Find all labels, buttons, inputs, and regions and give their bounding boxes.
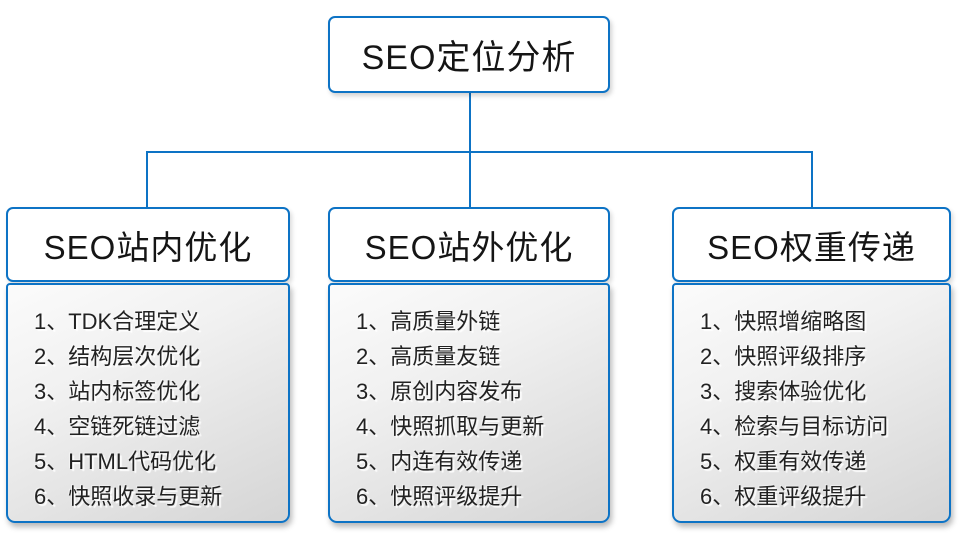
list: 1、高质量外链 2、高质量友链 3、原创内容发布 4、快照抓取与更新 5、内连有… xyxy=(356,304,600,514)
root-node-title: SEO定位分析 xyxy=(361,39,577,77)
list-item: 6、快照评级提升 xyxy=(356,484,523,509)
list-item: 5、内连有效传递 xyxy=(356,449,523,474)
list-item: 4、检索与目标访问 xyxy=(700,414,889,439)
list-item: 1、高质量外链 xyxy=(356,309,501,334)
branch-offsite-optimization: SEO站外优化 1、高质量外链 2、高质量友链 3、原创内容发布 4、快照抓取与… xyxy=(328,207,610,523)
branch-weight-transfer: SEO权重传递 1、快照增缩略图 2、快照评级排序 3、搜索体验优化 4、检索与… xyxy=(672,207,951,523)
list-item: 3、原创内容发布 xyxy=(356,379,523,404)
list-item: 5、权重有效传递 xyxy=(700,449,867,474)
connector-root-vertical xyxy=(469,93,471,207)
node-title: SEO站内优化 xyxy=(43,228,253,266)
list-item: 6、快照收录与更新 xyxy=(34,484,223,509)
list-item: 2、结构层次优化 xyxy=(34,344,201,369)
node-offsite-optimization: SEO站外优化 xyxy=(328,207,610,282)
list: 1、快照增缩略图 2、快照评级排序 3、搜索体验优化 4、检索与目标访问 5、权… xyxy=(700,304,941,514)
list-item: 4、快照抓取与更新 xyxy=(356,414,545,439)
node-weight-transfer: SEO权重传递 xyxy=(672,207,951,282)
weight-transfer-list: 1、快照增缩略图 2、快照评级排序 3、搜索体验优化 4、检索与目标访问 5、权… xyxy=(672,283,951,523)
list-item: 2、快照评级排序 xyxy=(700,344,867,369)
list-item: 5、HTML代码优化 xyxy=(34,449,217,474)
list-item: 1、TDK合理定义 xyxy=(34,309,201,334)
list-item: 6、权重评级提升 xyxy=(700,484,867,509)
list-item: 3、搜索体验优化 xyxy=(700,379,867,404)
node-title: SEO站外优化 xyxy=(364,228,574,266)
onsite-optimization-list: 1、TDK合理定义 2、结构层次优化 3、站内标签优化 4、空链死链过滤 5、H… xyxy=(6,283,290,523)
node-title: SEO权重传递 xyxy=(707,228,916,266)
list-item: 3、站内标签优化 xyxy=(34,379,201,404)
connector-horizontal-bus xyxy=(146,151,813,153)
list-item: 2、高质量友链 xyxy=(356,344,501,369)
connector-right-vertical xyxy=(811,151,813,207)
list-item: 4、空链死链过滤 xyxy=(34,414,201,439)
connector-left-vertical xyxy=(146,151,148,207)
list-item: 1、快照增缩略图 xyxy=(700,309,867,334)
offsite-optimization-list: 1、高质量外链 2、高质量友链 3、原创内容发布 4、快照抓取与更新 5、内连有… xyxy=(328,283,610,523)
node-onsite-optimization: SEO站内优化 xyxy=(6,207,290,282)
list: 1、TDK合理定义 2、结构层次优化 3、站内标签优化 4、空链死链过滤 5、H… xyxy=(34,304,280,514)
root-node-seo-positioning: SEO定位分析 xyxy=(328,16,610,93)
branch-onsite-optimization: SEO站内优化 1、TDK合理定义 2、结构层次优化 3、站内标签优化 4、空链… xyxy=(6,207,290,523)
